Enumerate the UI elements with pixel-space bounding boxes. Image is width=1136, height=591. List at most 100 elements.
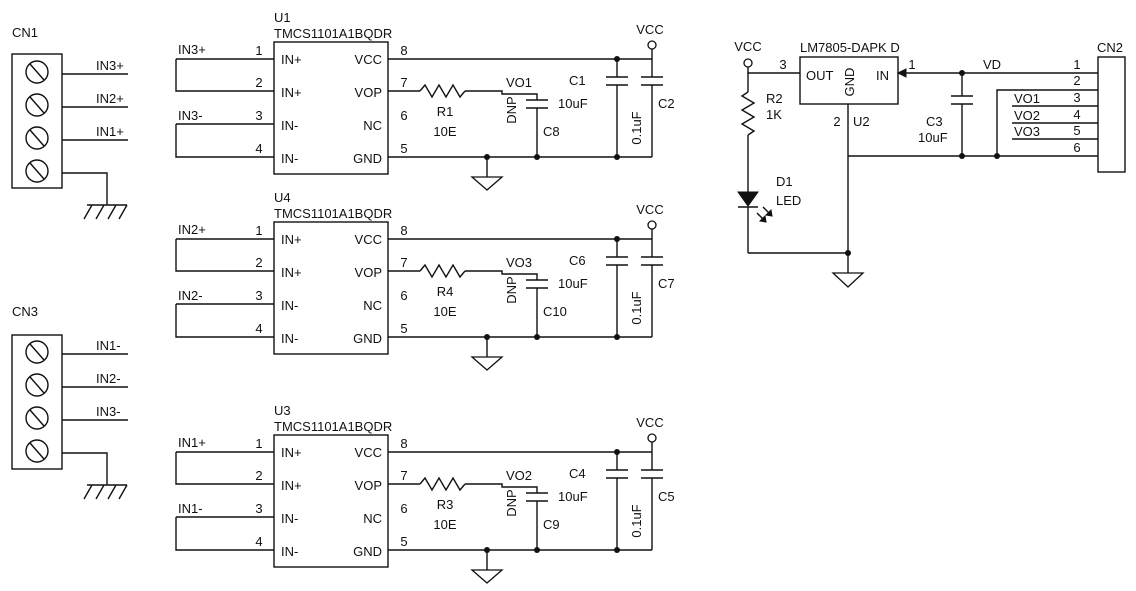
net-label: IN1+ [178,435,206,450]
resistor-value: 10E [433,304,456,319]
capacitor-ref: C10 [543,304,567,319]
pin-label: VOP [355,478,382,493]
sensor-ref: U1 [274,10,291,25]
pin-label: VOP [355,85,382,100]
pin-number: 4 [255,141,262,156]
capacitor-ref: C4 [569,466,586,481]
resistor-ref: R3 [437,497,454,512]
pin-label: IN- [281,118,298,133]
connector-pin-number: 3 [1073,90,1080,105]
pin-number: 2 [255,75,262,90]
pin-label: NC [363,511,382,526]
pin-number: 7 [400,468,407,483]
terminal-block-cn3: CN3 IN1- IN2- IN3- [11,304,128,500]
regulator-pin-out: OUT [806,68,834,83]
sensor-part: TMCS1101A1BQDR [274,26,392,41]
current-sensor-u1: U1 TMCS1101A1BQDR IN+ IN+ IN- IN- VCC VO… [175,10,675,191]
capacitor-value: 10uF [558,489,588,504]
capacitor-ref: C7 [658,276,675,291]
pin-number: 4 [255,534,262,549]
capacitor-value: 10uF [558,276,588,291]
net-label: IN3+ [178,42,206,57]
pin-label: GND [353,331,382,346]
cn3-pin-label: IN3- [96,404,121,419]
pin-number: 5 [400,141,407,156]
pin-label: VCC [355,232,382,247]
capacitor-value: DNP [504,489,519,516]
pin-number: 8 [400,436,407,451]
vcc-label: VCC [734,39,761,54]
capacitor-ref: C9 [543,517,560,532]
vcc-label: VCC [636,415,663,430]
cn3-ref: CN3 [12,304,38,319]
pin-number: 3 [255,288,262,303]
ground-symbol [470,176,504,191]
cn1-pin-label: IN1+ [96,124,124,139]
connector-pin-number: 6 [1073,140,1080,155]
connector-ref: CN2 [1097,40,1123,55]
connector-pin-number: 5 [1073,123,1080,138]
pin-number: 3 [255,108,262,123]
regulator-ref: U2 [853,114,870,129]
vcc-label: VCC [636,22,663,37]
cn3-pin-label: IN2- [96,371,121,386]
pin-number: 7 [400,255,407,270]
led-symbol [737,191,759,207]
led-value: LED [776,193,801,208]
ground-symbol [470,356,504,371]
ground-symbol [831,272,865,288]
regulator-pin-number: 1 [908,57,915,72]
net-label: IN1- [178,501,203,516]
sensor-ref: U4 [274,190,291,205]
capacitor-ref: C5 [658,489,675,504]
resistor-value: 10E [433,517,456,532]
capacitor-ref: C2 [658,96,675,111]
cn1-pin-label: IN2+ [96,91,124,106]
pin-label: IN+ [281,445,302,460]
led-ref: D1 [776,174,793,189]
capacitor-ref: C1 [569,73,586,88]
pin-number: 5 [400,534,407,549]
screw-terminal [25,406,49,430]
resistor-ref: R4 [437,284,454,299]
pin-number: 5 [400,321,407,336]
connector-cn2: CN2 1 2 3 4 5 6 VO1 VO2 VO3 [994,40,1126,173]
screw-terminal [25,159,49,183]
resistor-ref: R2 [766,91,783,106]
pin-label: IN+ [281,265,302,280]
pin-label: IN- [281,151,298,166]
cn1-pin-label: IN3+ [96,58,124,73]
capacitor-value: 0.1uF [629,291,644,324]
screw-terminal [25,373,49,397]
pin-label: VCC [355,52,382,67]
pin-number: 6 [400,108,407,123]
pin-label: VCC [355,445,382,460]
net-label: VO3 [1014,124,1040,139]
vd-label: VD [983,57,1001,72]
capacitor-value: 10uF [918,130,948,145]
regulator-part: LM7805-DAPK D [800,40,900,55]
ground-symbol [470,569,504,584]
pin-number: 2 [255,255,262,270]
regulator-pin-in: IN [876,68,889,83]
capacitor-value: 0.1uF [629,504,644,537]
resistor-value: 10E [433,124,456,139]
screw-terminal [25,439,49,463]
net-label: IN3- [178,108,203,123]
capacitor-ref: C6 [569,253,586,268]
net-label: IN2+ [178,222,206,237]
net-label: VO1 [1014,91,1040,106]
cn3-pin-label: IN1- [96,338,121,353]
pin-number: 8 [400,43,407,58]
pin-label: IN+ [281,85,302,100]
screw-terminal [25,93,49,117]
pin-number: 1 [255,223,262,238]
arrow-icon [896,68,907,78]
cn1-ref: CN1 [12,25,38,40]
screw-terminal [25,60,49,84]
capacitor-ref: C3 [926,114,943,129]
pin-label: IN- [281,544,298,559]
pin-number: 8 [400,223,407,238]
pin-label: GND [353,151,382,166]
connector-pin-number: 4 [1073,107,1080,122]
